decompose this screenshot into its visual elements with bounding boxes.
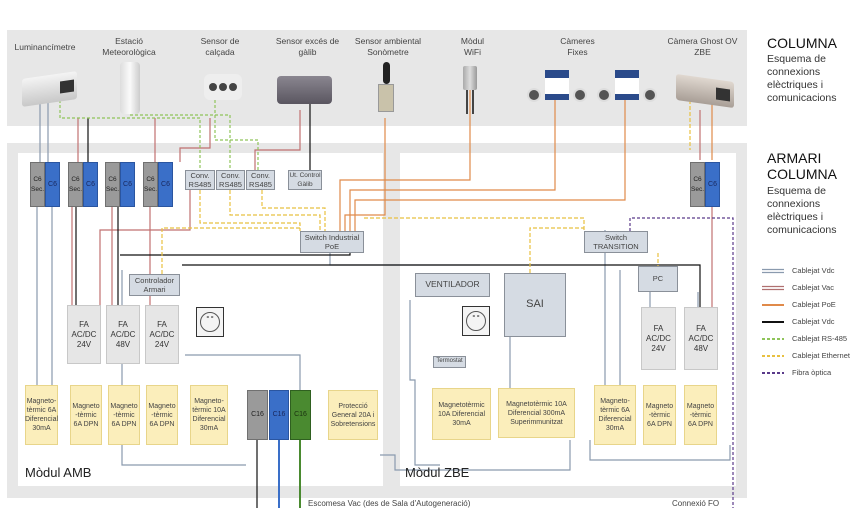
legend-label: Fibra òptica [792,368,832,377]
device-label-height-sensor: Sensor excés de gàlib [275,36,340,57]
fixed-camera-icon [527,70,587,110]
legend-label: Cablejat RS-485 [792,334,848,343]
legend-item: Cablejat RS-485 [762,334,847,343]
legend-item: Fibra òptica [762,368,831,377]
legend-swatch [762,354,784,357]
circuit-breaker: Magneto-tèrmic 10A Diferencial 30mA [190,385,228,445]
legend-item: Cablejat Ethernet [762,351,850,360]
device-label-road-sensor: Sensor de calçada [200,36,240,57]
module-amb-label: Mòdul AMB [25,465,92,480]
supply-label: Escomesa Vac (des de Sala d'Autogeneraci… [308,499,471,508]
device-label-wifi: Mòdul WiFi [460,36,485,57]
height-control-unit: Ut. Control Gàlib [288,170,322,190]
circuit-breaker: Magneto-tèrmic 6A Diferencial 30mA [594,385,636,445]
legend-swatch [762,285,784,290]
device-label-weather-station: Estació Meteorològica [102,36,156,57]
c6-breaker: C6 [705,162,720,207]
legend-label: Cablejat Vdc [792,266,835,275]
c6-sec-breaker: C6 Sec. [690,162,705,207]
rs485-converter: Conv. RS485 [246,170,275,190]
legend-item: Cablejat PoE [762,300,836,309]
power-supply-48v: FA AC/DC 48V [106,305,140,364]
device-label-ghost-camera: Càmera Ghost OV ZBE [667,36,738,57]
device-label-luminancimetre: Luminancímetre [14,42,76,52]
device-label-ambient-sensor: Sensor ambiental Sonòmetre [354,36,422,57]
weather-station-icon [120,62,140,114]
c6-breaker: C6 [45,162,60,207]
armari-subtitle: Esquema de connexions elèctriques i comu… [767,185,837,236]
circuit-breaker: Magneto-tèrmic 6A Diferencial 30mA [25,385,58,445]
wifi-antenna-icon [463,66,477,116]
legend-item: Cablejat Vdc [762,266,835,275]
switch-transition: Switch TRANSITION [584,231,648,253]
c6-sec-breaker: C6 Sec. [30,162,45,207]
circuit-breaker-ups: Magnetotèrmic 10A Diferencial 300mA Supe… [498,388,575,438]
fiber-connection-label: Connexió FO [672,499,720,508]
legend-label: Cablejat Ethernet [792,351,850,360]
general-protection: Protecció General 20A i Sobretensions [328,390,378,440]
c6-sec-breaker: C6 Sec. [143,162,158,207]
circuit-breaker: Magnetotèrmic 10A Diferencial 30mA [432,388,491,440]
circuit-breaker: Magneto -tèrmic 6A DPN [643,385,676,445]
armari-title: ARMARI COLUMNA [767,150,838,182]
c16-breaker-gray: C16 [247,390,268,440]
circuit-breaker: Magneto -tèrmic 6A DPN [146,385,178,445]
legend-swatch [762,337,784,340]
power-supply-24v: FA AC/DC 24V [67,305,101,364]
c16-breaker-green: C16 [290,390,311,440]
circuit-breaker: Magneto -tèrmic 6A DPN [684,385,717,445]
rs485-converter: Conv. RS485 [185,170,215,190]
power-supply-24v: FA AC/DC 24V [145,305,179,364]
device-label-fixed-cameras: Càmeres Fixes [560,36,595,57]
c6-breaker: C6 [83,162,98,207]
legend-item: Cablejat Vdc [762,317,835,326]
road-sensor-icon [204,74,242,100]
columna-title: COLUMNA [767,35,838,51]
power-socket-icon: ∘∘ [196,307,224,337]
circuit-breaker: Magneto -tèrmic 6A DPN [108,385,140,445]
legend-swatch [762,303,784,306]
power-socket-icon: ∘∘ [462,306,490,336]
thermostat: Termostat [433,356,466,368]
power-supply-48v: FA AC/DC 48V [684,307,718,370]
pc: PC [638,266,678,292]
c16-breaker-blue: C16 [269,390,289,440]
fixed-camera-icon [597,70,657,110]
ups: SAI [504,273,566,337]
columna-subtitle: Esquema de connexions elèctriques i comu… [767,53,837,104]
legend-swatch [762,268,784,273]
module-zbe-label: Mòdul ZBE [405,465,470,480]
legend-swatch [762,320,784,323]
circuit-breaker: Magneto -tèrmic 6A DPN [70,385,102,445]
c6-sec-breaker: C6 Sec. [68,162,83,207]
c6-sec-breaker: C6 Sec. [105,162,120,207]
sound-meter-icon [378,62,394,117]
legend-swatch [762,371,784,374]
power-supply-24v: FA AC/DC 24V [641,307,676,370]
fan: VENTILADOR [415,273,490,297]
legend-label: Cablejat Vac [792,283,834,292]
cabinet-controller: Controlador Armari [129,274,180,296]
legend-label: Cablejat PoE [792,300,836,309]
rs485-converter: Conv. RS485 [216,170,245,190]
switch-industrial-poe: Switch Industrial PoE [300,231,364,253]
height-sensor-icon [277,76,332,104]
legend-label: Cablejat Vdc [792,317,835,326]
legend-item: Cablejat Vac [762,283,834,292]
c6-breaker: C6 [158,162,173,207]
c6-breaker: C6 [120,162,135,207]
